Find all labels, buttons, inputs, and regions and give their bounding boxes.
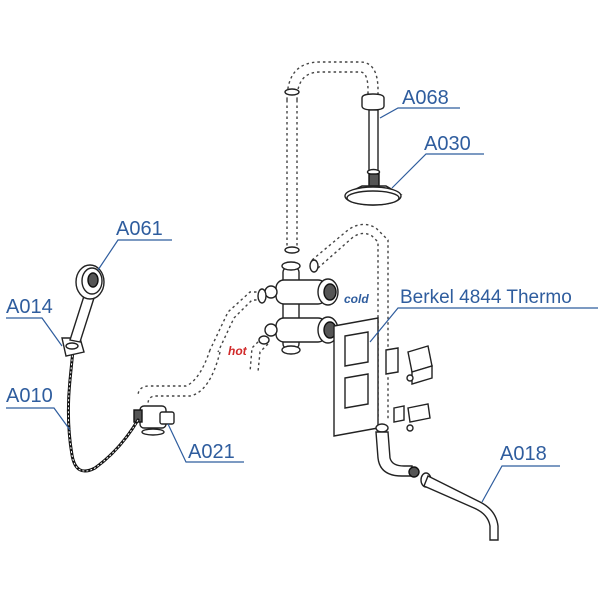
cold-label: cold <box>344 292 369 306</box>
thermostat-trim-plate <box>333 317 379 437</box>
callout-a068: A068 <box>379 87 460 119</box>
wall-outlet-a021 <box>133 405 175 436</box>
spout-connection <box>375 423 420 478</box>
holder-a014 <box>61 337 85 357</box>
callout-a014: A014 <box>6 296 63 347</box>
shower-arm-a068 <box>361 93 385 176</box>
callout-a061: A061 <box>97 218 172 271</box>
hose-a010 <box>66 338 140 473</box>
callout-thermo-text: Berkel 4844 Thermo <box>400 287 572 308</box>
thermostat-handles <box>385 345 433 432</box>
handshower-supply-pipe <box>137 349 221 405</box>
upper-supply-pipe <box>309 223 389 420</box>
hot-label: hot <box>228 344 248 358</box>
callout-a030-text: A030 <box>424 133 471 155</box>
callout-a030: A030 <box>391 133 484 189</box>
callout-a018-text: A018 <box>500 443 547 465</box>
riser-pipe <box>284 61 379 254</box>
callout-thermo: Berkel 4844 Thermo <box>369 287 598 343</box>
callout-a010: A010 <box>6 385 71 431</box>
callout-a014-text: A014 <box>6 296 53 318</box>
shower-head-a030 <box>344 173 403 206</box>
callout-a021: A021 <box>167 423 244 463</box>
callout-a010-text: A010 <box>6 385 53 407</box>
hand-shower-a061 <box>69 264 105 343</box>
callout-a068-text: A068 <box>402 87 449 109</box>
callout-a018: A018 <box>481 443 560 503</box>
mixer-valve-body <box>264 261 339 355</box>
supply-stubs <box>209 288 270 373</box>
tub-spout-a018 <box>420 472 499 541</box>
callout-a061-text: A061 <box>116 218 163 240</box>
callout-a021-text: A021 <box>188 441 235 463</box>
